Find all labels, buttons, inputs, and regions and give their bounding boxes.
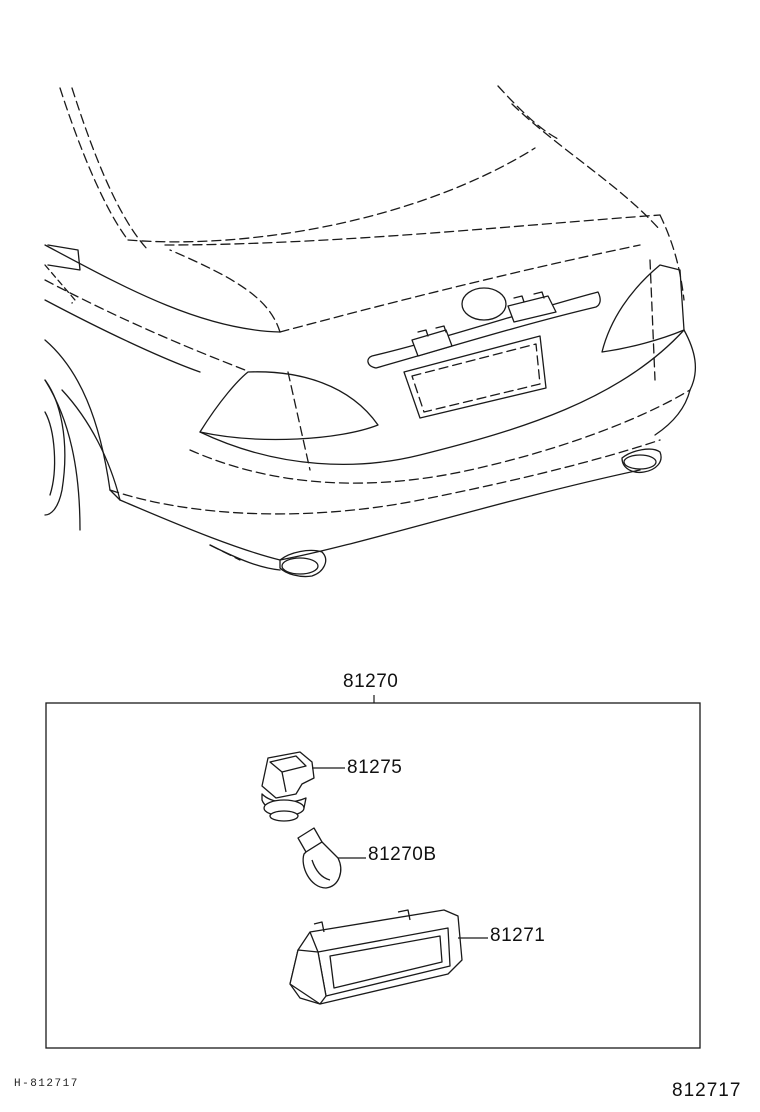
socket-part — [261, 751, 315, 822]
car-rear-illustration — [44, 85, 696, 578]
lens-part — [289, 909, 463, 1005]
callout-socket-81275: 81275 — [347, 757, 403, 778]
footer-left-code: H-812717 — [14, 1078, 79, 1090]
callout-bulb-81270B: 81270B — [368, 844, 437, 865]
callout-assembly-81270: 81270 — [343, 671, 399, 692]
bulb-part — [297, 827, 342, 889]
parts-assembly-frame — [45, 702, 701, 1049]
footer-right-code: 812717 — [672, 1080, 742, 1101]
callout-lens-81271: 81271 — [490, 925, 546, 946]
